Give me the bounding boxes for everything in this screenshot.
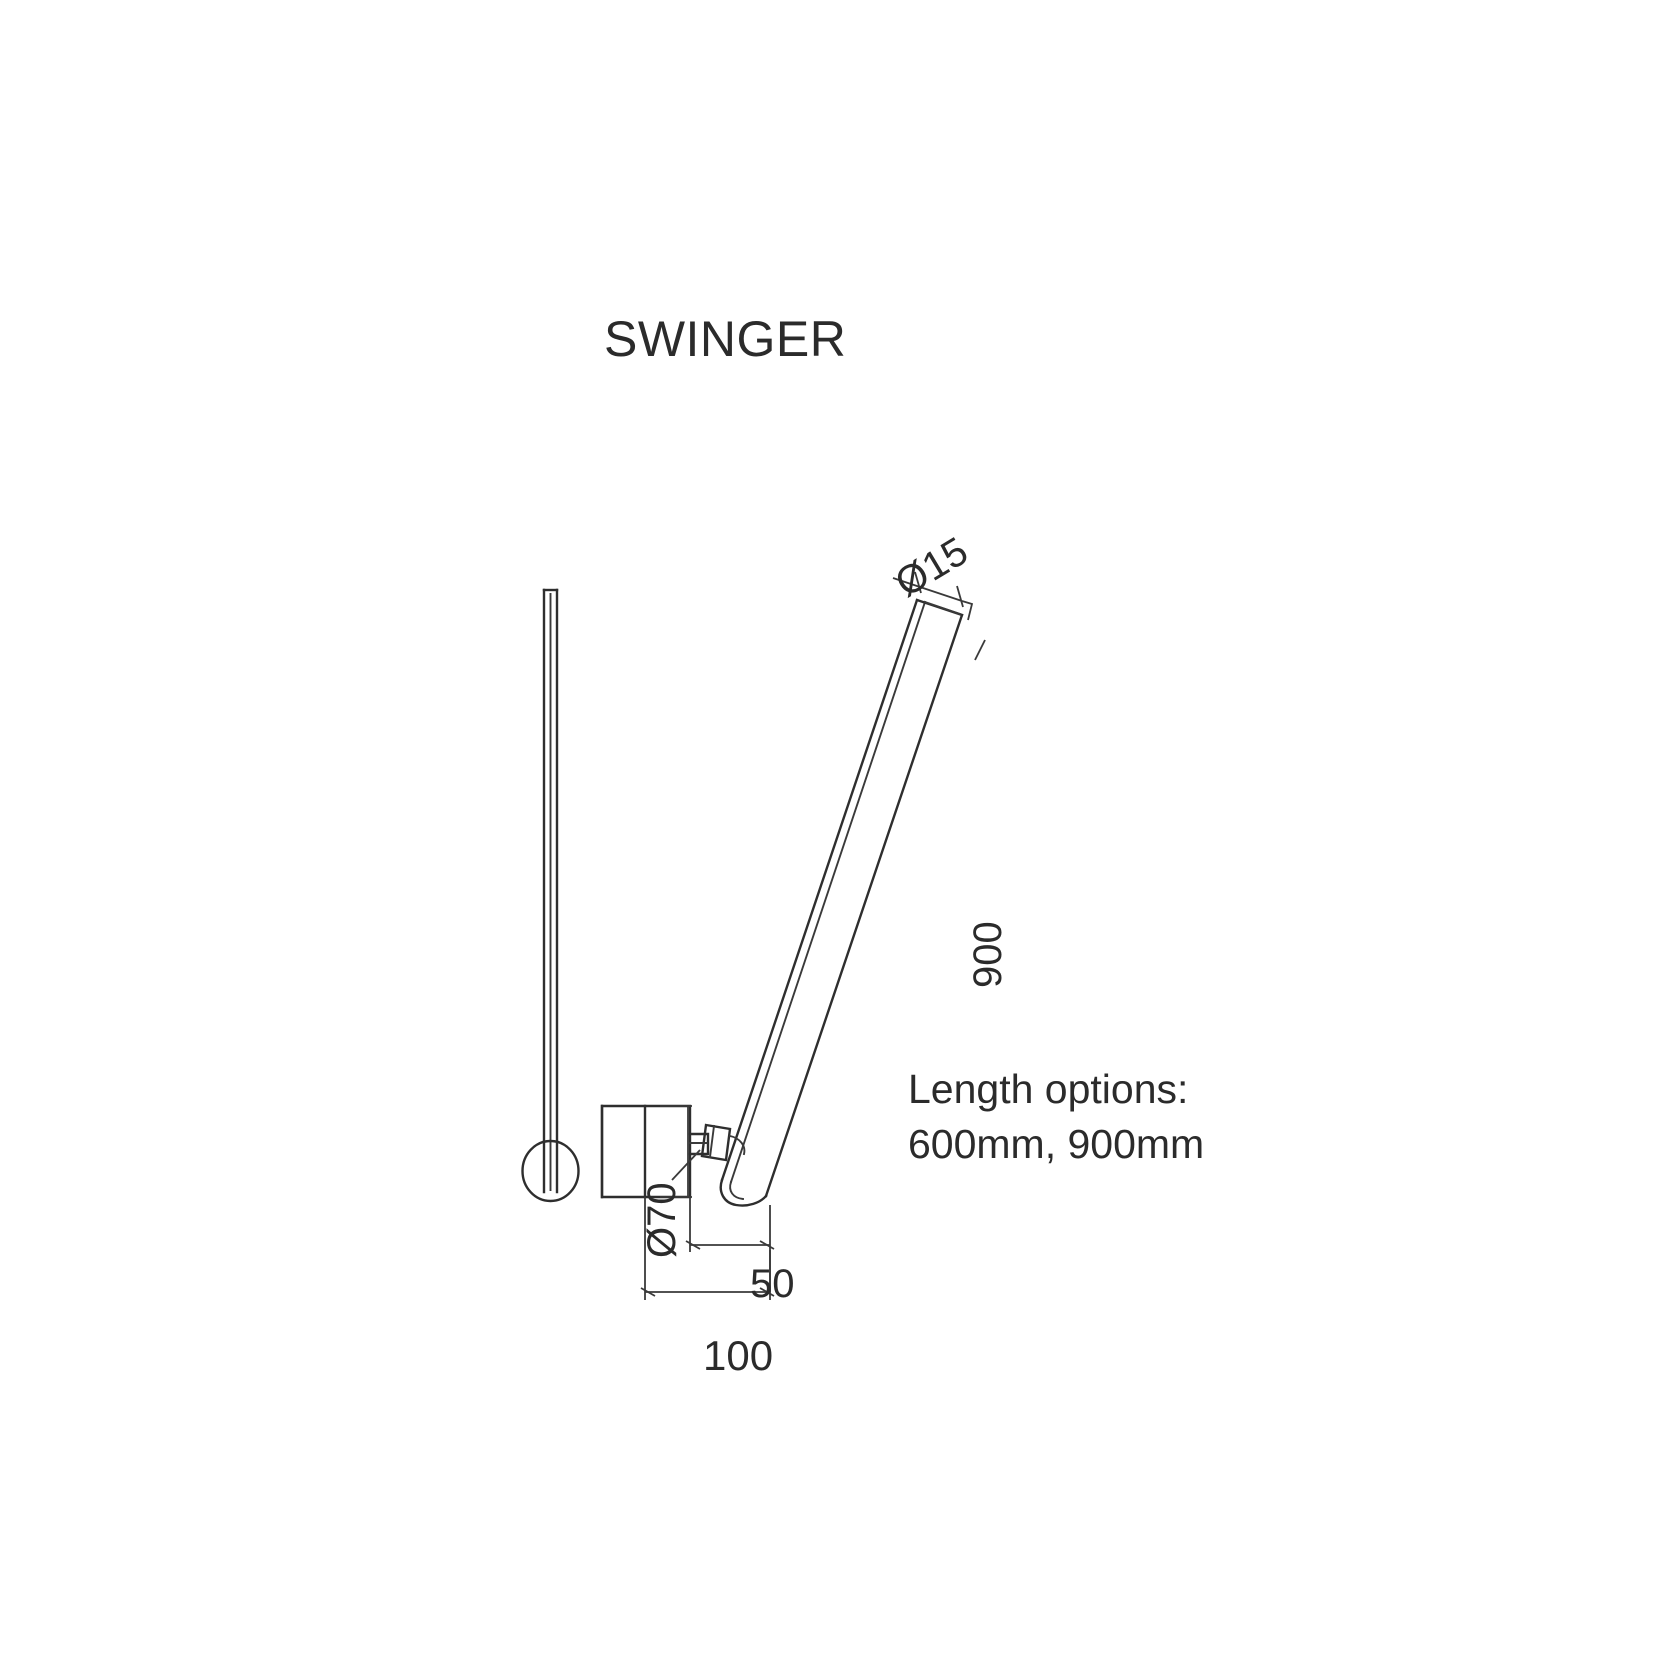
dim-tick-depth-50-right	[759, 1240, 775, 1250]
angled-arm-view	[600, 598, 964, 1207]
dim-tick-depth-100-right	[759, 1287, 775, 1297]
swivel-knuckle-outline	[700, 1123, 732, 1162]
dim-witness-diameter-15-a	[914, 571, 922, 594]
housing-shaft-stub	[688, 1132, 710, 1156]
swivel-knuckle-inner-line	[708, 1124, 716, 1159]
swivel-joint	[700, 1123, 746, 1162]
dimension-label-depth-50: 50	[750, 1262, 795, 1306]
dim-line-diameter-15	[892, 577, 963, 602]
arm-bottom-nose-inner-line	[729, 1180, 745, 1201]
dim-line-length-900	[974, 639, 986, 661]
length-options-values: 600mm, 900mm	[908, 1121, 1205, 1168]
dimension-label-diameter-70: Ø70	[640, 1182, 684, 1258]
dim-leader-diameter-70	[671, 1149, 701, 1181]
arm-front-edge	[764, 613, 964, 1198]
dim-tick-depth-100-left	[640, 1287, 656, 1297]
dim-tick-depth-50-left	[685, 1240, 701, 1250]
side-view-base-plate	[521, 1139, 580, 1203]
length-options-heading: Length options:	[908, 1066, 1189, 1112]
page-title: SWINGER	[604, 311, 847, 367]
dimension-label-depth-100: 100	[703, 1332, 774, 1379]
arm-back-inner-line	[729, 600, 927, 1184]
dimension-label-length-900: 900	[966, 921, 1010, 988]
length-options-note: Length options: 600mm, 900mm	[908, 1062, 1204, 1173]
swivel-pivot-arc	[728, 1134, 746, 1156]
dimension-annotations	[640, 571, 986, 1300]
wall-mount-housing	[600, 1104, 710, 1199]
arm-top-inner-cap	[923, 600, 962, 616]
dim-extension-diameter-15	[961, 600, 974, 621]
side-elevation-view	[521, 588, 580, 1203]
arm-back-edge	[720, 598, 919, 1182]
arm-bottom-nose	[719, 1178, 768, 1207]
dim-witness-diameter-15-b	[956, 585, 964, 608]
